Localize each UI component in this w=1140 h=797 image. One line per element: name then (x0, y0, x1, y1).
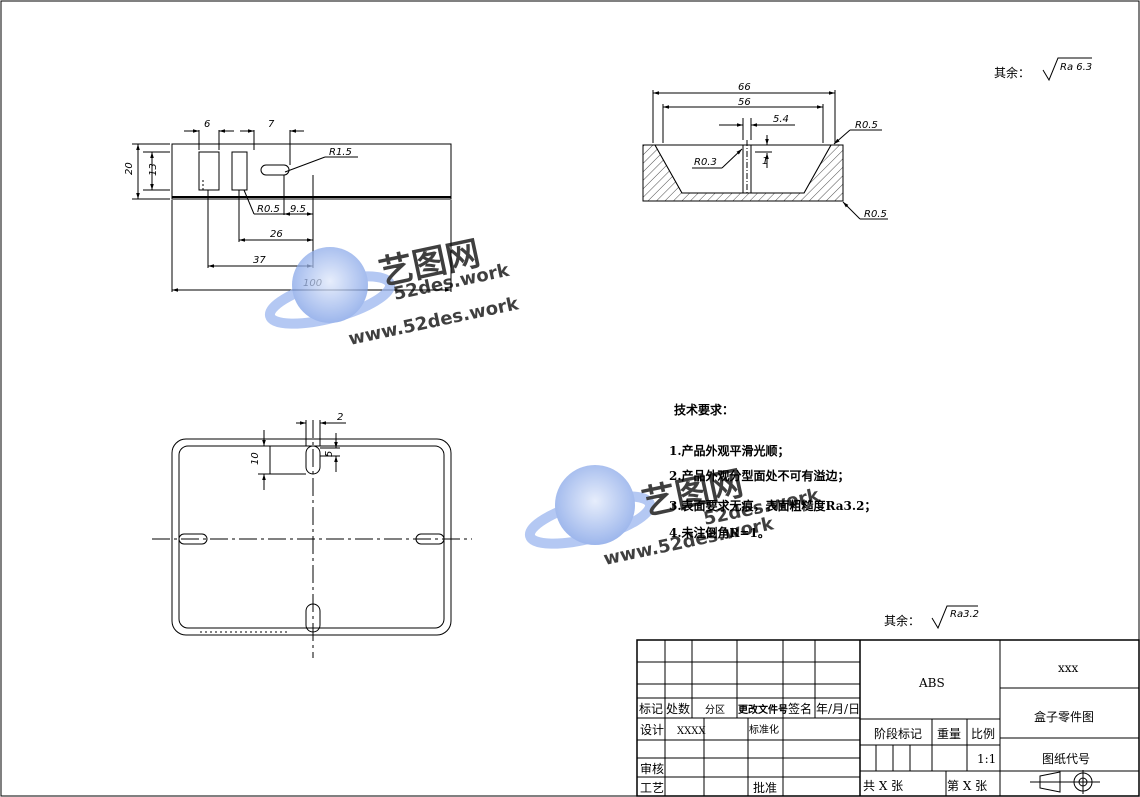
tech-req-item-3: 3.表面要求无痕，表面粗糙度Ra3.2； (669, 498, 876, 513)
weight-label: 重量 (937, 727, 961, 741)
dim-5-4: 5.4 (773, 114, 789, 125)
zone-label: 分区 (705, 704, 725, 716)
material-value: ABS (918, 676, 945, 690)
change-doc-label: 更改文件号 (738, 703, 788, 716)
company-name: xxx (1058, 661, 1079, 675)
process-label: 工艺 (640, 781, 664, 795)
dim-20: 20 (124, 162, 135, 175)
dim-7: 7 (268, 119, 275, 130)
dim-66: 66 (738, 82, 751, 93)
standard-label: 标准化 (749, 723, 779, 736)
date-label: 年/月/日 (816, 702, 860, 716)
tech-req-title: 技术要求： (674, 402, 734, 417)
stage-label: 阶段标记 (874, 726, 922, 741)
dim-5: 5 (324, 451, 335, 457)
section-view (642, 90, 888, 220)
dim-r05-top: R0.5 (855, 120, 878, 131)
approve-label: 批准 (753, 780, 777, 795)
mark-label: 标记 (639, 702, 663, 716)
roughness-label-bottom: 其余： (884, 613, 920, 628)
roughness-label-top: 其余： (994, 65, 1030, 80)
watermark-logo-top: 艺图网 52des.work www.52des.work (264, 233, 521, 350)
tech-req-item-4: 4.未注倒角R=1。 (669, 525, 770, 540)
dim-13: 13 (148, 163, 159, 176)
dim-10: 10 (250, 452, 261, 465)
roughness-value-bottom: Ra3.2 (950, 609, 979, 620)
roughness-symbol-top (1042, 57, 1092, 82)
dim-r05-bottom: R0.5 (864, 209, 887, 220)
roughness-value-top: Ra 6.3 (1060, 62, 1092, 73)
count-label: 处数 (666, 701, 690, 716)
designer-name: XXXX (677, 726, 706, 737)
title-block (636, 639, 1140, 797)
part-name: 盒子零件图 (1034, 709, 1094, 724)
signature-label: 签名 (788, 701, 812, 716)
dim-r15: R1.5 (329, 147, 352, 158)
side-view (132, 129, 452, 292)
design-label: 设计 (640, 723, 664, 737)
dim-6: 6 (204, 119, 210, 130)
sheet-total: 共 X 张 (863, 779, 903, 793)
scale-value: 1:1 (977, 752, 996, 766)
sheet-number: 第 X 张 (947, 779, 987, 793)
tech-req-item-2: 2.产品外观分型面处不可有溢边； (669, 468, 850, 483)
drawing-code-label: 图纸代号 (1042, 752, 1090, 766)
dim-2: 2 (337, 412, 343, 423)
dim-r05: R0.5 (257, 204, 280, 215)
plan-view (152, 420, 472, 658)
dim-37: 37 (253, 255, 266, 266)
dim-56: 56 (738, 97, 751, 108)
dim-26: 26 (270, 229, 283, 240)
dim-1: 1 (762, 156, 768, 167)
roughness-symbol-bottom (931, 605, 978, 630)
dim-r03: R0.3 (694, 157, 717, 168)
scale-label: 比例 (971, 727, 995, 741)
tech-req-item-1: 1.产品外观平滑光顺； (669, 443, 790, 458)
dim-9-5: 9.5 (290, 204, 306, 215)
review-label: 审核 (640, 761, 664, 776)
